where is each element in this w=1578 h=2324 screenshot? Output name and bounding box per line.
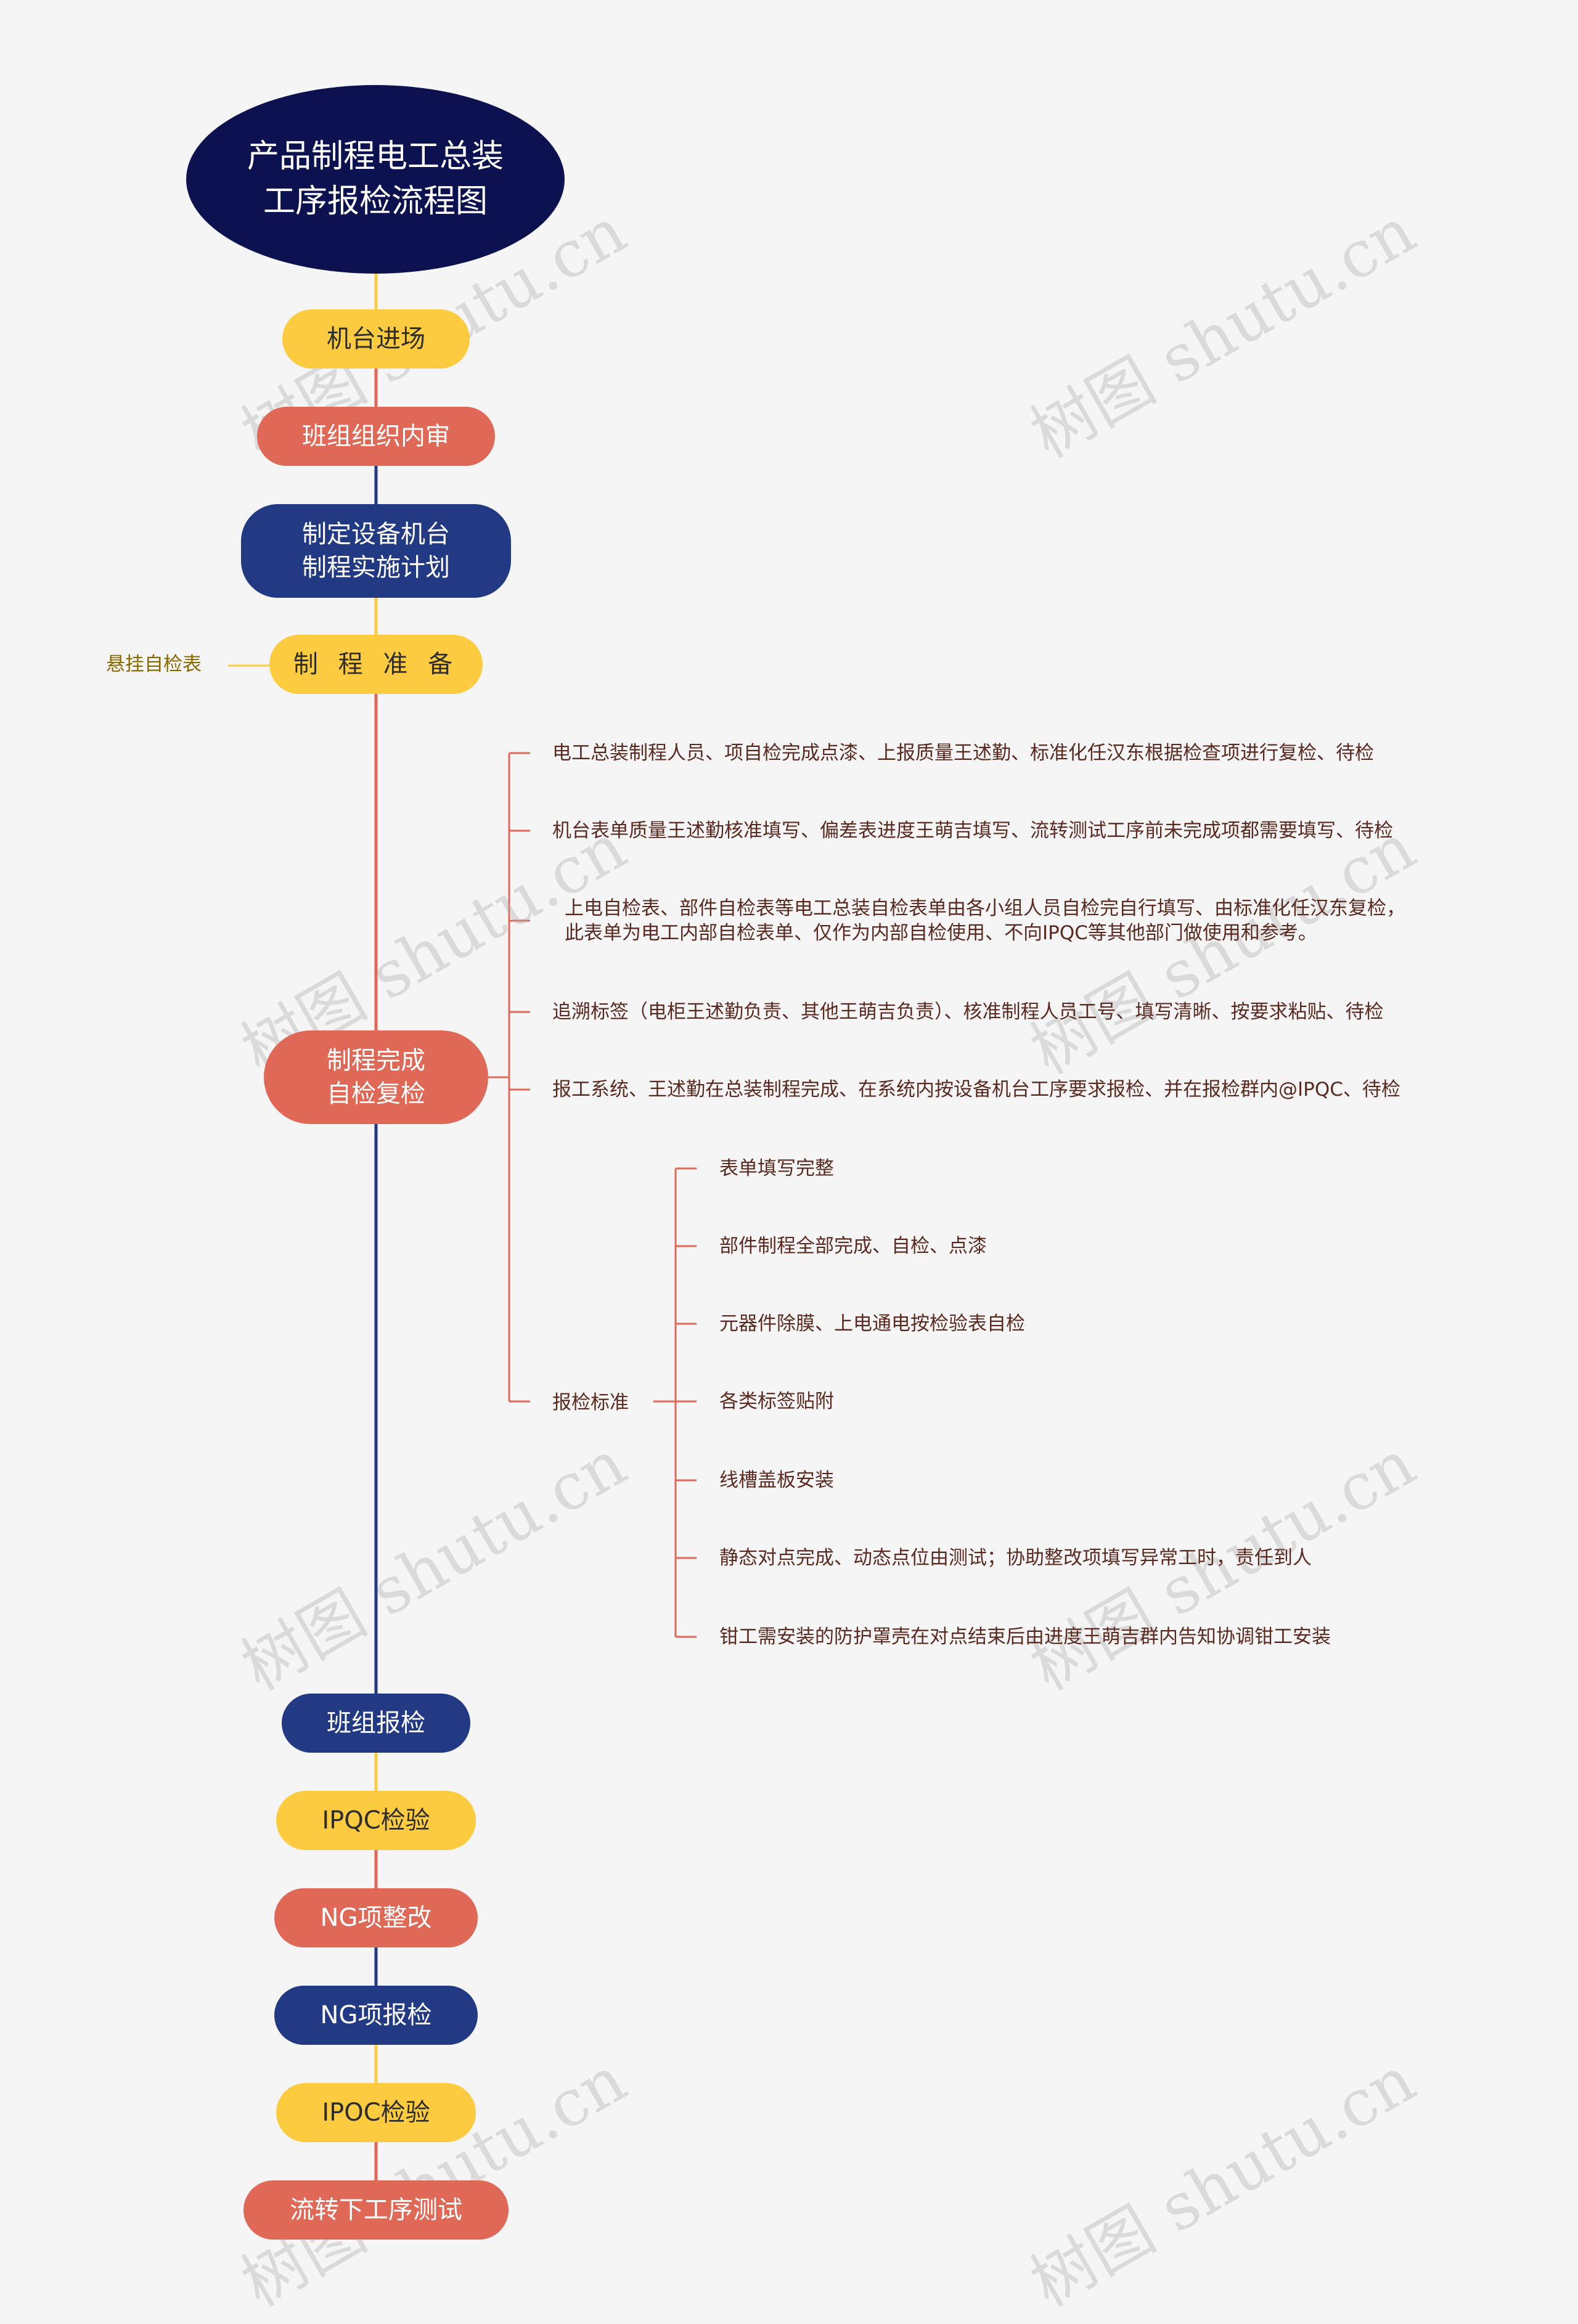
step-team-report[interactable]: 班组报检 — [282, 1694, 470, 1753]
step-team-internal-review[interactable]: 班组组织内审 — [257, 407, 495, 466]
step-ipqc-inspection[interactable]: IPQC检验 — [276, 1791, 476, 1850]
criteria-item[interactable]: 各类标签贴附 — [719, 1390, 834, 1413]
step-label: 制 程 准 备 — [293, 650, 459, 679]
step-label-line1: 制程完成 — [327, 1046, 425, 1075]
step-label: NG项报检 — [320, 2001, 432, 2029]
criteria-item[interactable]: 静态对点完成、动态点位由测试；协助整改项填写异常工时，责任到人 — [719, 1547, 1312, 1569]
step-label-line2: 制程实施计划 — [302, 553, 450, 582]
criteria-item[interactable]: 钳工需安装的防护罩壳在对点结束后由进度王萌吉群内告知协调钳工安装 — [719, 1626, 1331, 1648]
step-ipoc-inspection[interactable]: IPOC检验 — [276, 2083, 476, 2142]
self-check-item[interactable]: 上电自检表、部件自检表等电工总装自检表单由各小组人员自检完自行填写、由标准化任汉… — [565, 897, 1405, 945]
self-check-item[interactable]: 机台表单质量王述勤核准填写、偏差表进度王萌吉填写、流转测试工序前未完成项都需要填… — [552, 820, 1393, 842]
inspection-criteria-label[interactable]: 报检标准 — [552, 1392, 629, 1414]
step-label: 班组组织内审 — [302, 422, 450, 451]
hang-self-check-sheet-label[interactable]: 悬挂自检表 — [106, 653, 202, 675]
root-title-line1: 产品制程电工总装 — [247, 138, 504, 176]
self-check-item[interactable]: 报工系统、王述勤在总装制程完成、在系统内按设备机台工序要求报检、并在报检群内@I… — [552, 1078, 1400, 1101]
step-next-process-test[interactable]: 流转下工序测试 — [243, 2180, 509, 2240]
root-title-line2: 工序报检流程图 — [263, 183, 488, 220]
step-label: IPOC检验 — [322, 2098, 430, 2127]
criteria-item[interactable]: 表单填写完整 — [719, 1157, 834, 1180]
root-title-node[interactable]: 产品制程电工总装 工序报检流程图 — [186, 85, 565, 274]
step-process-preparation[interactable]: 制 程 准 备 — [269, 635, 483, 694]
self-check-item[interactable]: 电工总装制程人员、项自检完成点漆、上报质量王述勤、标准化任汉东根据检查项进行复检… — [552, 742, 1374, 764]
criteria-item[interactable]: 部件制程全部完成、自检、点漆 — [719, 1235, 987, 1257]
step-label: 班组报检 — [327, 1709, 425, 1737]
step-process-plan[interactable]: 制定设备机台 制程实施计划 — [241, 504, 511, 598]
self-check-item[interactable]: 追溯标签（电柜王述勤负责、其他王萌吉负责）、核准制程人员工号、填写清晰、按要求粘… — [552, 1001, 1384, 1023]
step-ng-report[interactable]: NG项报检 — [274, 1986, 478, 2045]
criteria-item[interactable]: 元器件除膜、上电通电按检验表自检 — [719, 1313, 1025, 1335]
step-label: 机台进场 — [327, 325, 425, 353]
step-self-check[interactable]: 制程完成 自检复检 — [264, 1030, 488, 1124]
criteria-item[interactable]: 线槽盖板安装 — [719, 1469, 834, 1491]
step-label: IPQC检验 — [322, 1806, 430, 1835]
step-label-line1: 制定设备机台 — [302, 520, 450, 548]
step-ng-rectify[interactable]: NG项整改 — [274, 1888, 478, 1947]
step-machine-entry[interactable]: 机台进场 — [282, 309, 470, 369]
step-label: NG项整改 — [320, 1904, 432, 1932]
step-label-line2: 自检复检 — [327, 1080, 425, 1108]
step-label: 流转下工序测试 — [290, 2196, 462, 2224]
